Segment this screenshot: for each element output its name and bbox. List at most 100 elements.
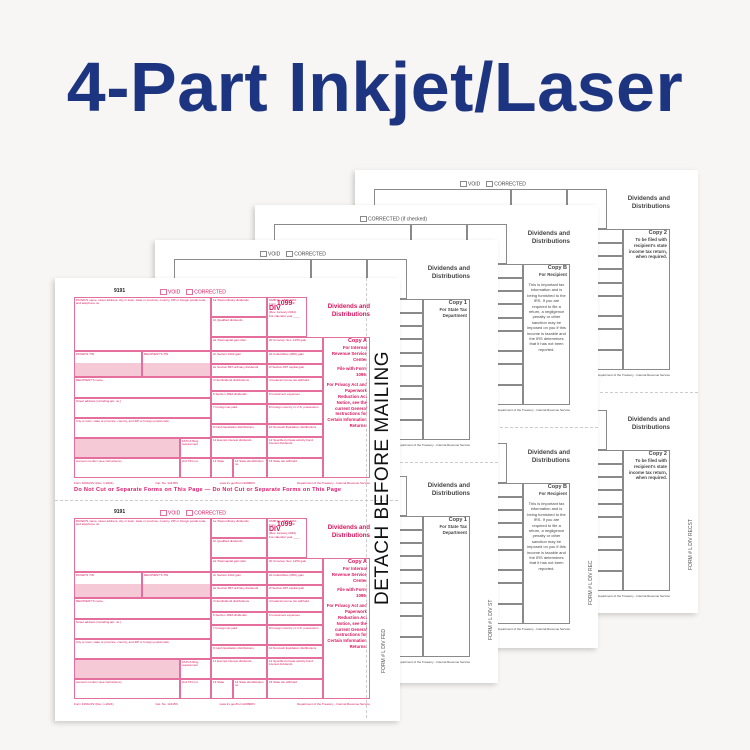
box-13-state-label: 13 State — [213, 459, 225, 463]
form-footer: Department of the Treasury - Internal Re… — [274, 408, 570, 412]
amount-box-label: 2a Total capital gain distr. — [213, 559, 247, 563]
form-footer: Department of the Treasury - Internal Re… — [174, 443, 470, 447]
amount-box-label: 2d Collectibles (28%) gain — [269, 352, 304, 356]
amount-box: 11 Exempt-interest dividends — [211, 437, 267, 458]
payer-box: PAYER'S name, street address, city or to… — [74, 518, 211, 572]
fatca-box-label: FATCA filing requirement — [182, 439, 199, 447]
checkbox-label: VOID — [168, 289, 181, 296]
recipient-tin-box-label: RECIPIENT'S TIN — [144, 573, 169, 577]
city-box-label: City or town, state or province, country… — [76, 419, 169, 423]
amount-box-label: 8 Foreign country or U.S. possession — [269, 405, 319, 409]
corrected-checkbox[interactable] — [286, 251, 294, 257]
corrected-if-checked--checkbox[interactable] — [360, 216, 367, 222]
amount-box-label: 2e Section 897 ordinary dividends — [213, 365, 259, 369]
amount-box: 2e Section 897 ordinary dividends — [211, 364, 267, 377]
amount-box: 4 Federal income tax withheld — [267, 598, 323, 612]
second-tin-box: 2nd TIN not. — [180, 458, 211, 478]
amount-box: 5 Section 199A dividends — [211, 391, 267, 404]
checkbox-label: CORRECTED — [494, 181, 526, 188]
copy-subtitle: For State Tax Department — [439, 524, 468, 535]
amount-box: 3 Nondividend distributions — [211, 377, 267, 391]
checkbox-label: VOID — [168, 510, 181, 517]
amount-box-label: 10 Noncash liquidation distributions — [269, 425, 317, 429]
amount-box-label: 2b Unrecap. Sec. 1250 gain — [269, 559, 307, 563]
amount-box: 2a Total capital gain distr. — [211, 558, 267, 572]
city-box-label: City or town, state or province, country… — [76, 640, 169, 644]
checkbox-row: VOID CORRECTED — [154, 510, 226, 516]
vertical-perforation — [366, 278, 367, 718]
form-number-title: 1099-DIV — [269, 300, 295, 312]
copy-title: Copy B — [547, 265, 567, 271]
amount-box: 4 Federal income tax withheld — [267, 377, 323, 391]
void-checkbox[interactable] — [160, 289, 167, 295]
second-tin-box: 2nd TIN not. — [180, 679, 211, 699]
copy-subtitle: To be filed with recipient's state incom… — [628, 237, 667, 260]
calendar-year: For calendar year ____ — [269, 313, 301, 318]
amount-box: 2f Section 897 capital gain — [267, 364, 323, 377]
checkbox-label: CORRECTED — [194, 510, 226, 517]
corrected-checkbox[interactable] — [186, 289, 194, 295]
city-box: City or town, state or province, country… — [74, 639, 211, 659]
corrected-checkbox[interactable] — [486, 181, 494, 187]
amount-box-label: 4 Federal income tax withheld — [269, 378, 309, 382]
payer-tin-box-label: PAYER'S TIN — [76, 573, 94, 577]
form-footer: Department of the Treasury - Internal Re… — [374, 373, 670, 377]
copy-file-note: File with Form 1096. — [337, 366, 367, 377]
dividends-title: Dividends and Distributions — [627, 416, 670, 431]
void-checkbox[interactable] — [160, 510, 167, 516]
box-13-state-label: 13 State — [213, 680, 225, 684]
box-1a: 1a Total ordinary dividends — [211, 297, 267, 317]
amount-box-label: 3 Nondividend distributions — [213, 599, 250, 603]
amount-box: 6 Investment expenses — [267, 612, 323, 625]
amount-box-label: 2c Section 1202 gain — [213, 352, 242, 356]
box-13-state: 13 State — [211, 458, 233, 478]
form-code: 9191 — [114, 288, 126, 294]
amount-box: 2f Section 897 capital gain — [267, 585, 323, 598]
amount-box-label: 2d Collectibles (28%) gain — [269, 573, 304, 577]
dividends-title: Dividends and Distributions — [627, 195, 670, 210]
copy-title: Copy A — [347, 559, 367, 565]
box-14-state-id: 14 State identification no. — [233, 679, 267, 699]
copy-file-note: File with Form 1096. — [337, 587, 367, 598]
form-footer: Form 1099-DIV (Rev. 1-2024)Cat. No. 1441… — [74, 702, 370, 706]
copy-title: Copy B — [547, 484, 567, 490]
void-checkbox[interactable] — [260, 251, 267, 257]
amount-box: 6 Investment expenses — [267, 391, 323, 404]
amount-box-label: 2b Unrecap. Sec. 1250 gain — [269, 338, 307, 342]
box-15-state-tax-label: 15 State tax withheld — [269, 459, 297, 463]
box-1a-label: 1a Total ordinary dividends — [213, 519, 249, 523]
copy-text: This is important tax information and is… — [527, 501, 566, 571]
amount-box-label: 2f Section 897 capital gain — [269, 365, 305, 369]
do-not-cut-notice: Do Not Cut or Separate Forms on This Pag… — [74, 487, 342, 493]
shaded-area — [75, 583, 141, 597]
corrected-checkbox[interactable] — [186, 510, 194, 516]
amount-box: 12 Specified private activity bond inter… — [267, 437, 323, 458]
street-address-box: Street address (including apt. no.) — [74, 619, 211, 639]
void-checkbox[interactable] — [460, 181, 467, 187]
checkbox-label: CORRECTED — [294, 251, 326, 258]
form-title: Form 1099-DIV — [269, 300, 305, 312]
footer-url: www.irs.gov/Form1099DIV — [219, 481, 256, 485]
detach-label: DETACH BEFORE MAILING — [372, 350, 393, 605]
dividends-title: Dividends and Distributions — [327, 524, 370, 539]
amount-box: 2d Collectibles (28%) gain — [267, 351, 323, 364]
checkbox-row: VOID CORRECTED — [154, 289, 226, 295]
form-number-title: 1099-DIV — [269, 521, 295, 533]
footer-form: Form 1099-DIV (Rev. 1-2024) — [74, 702, 114, 706]
street-address-box: Street address (including apt. no.) — [74, 398, 211, 418]
amount-box-label: 12 Specified private activity bond inter… — [269, 438, 313, 446]
checkbox-label: CORRECTED — [194, 289, 226, 296]
fatca-box-label: FATCA filing requirement — [182, 660, 199, 668]
privacy-notice: For Privacy Act and Paperwork Reduction … — [326, 382, 367, 428]
amount-box-label: 11 Exempt-interest dividends — [213, 659, 252, 663]
amount-box: 7 Foreign tax paid — [211, 625, 267, 645]
street-address-box-label: Street address (including apt. no.) — [76, 620, 122, 624]
copy-title: Copy 2 — [648, 451, 667, 457]
